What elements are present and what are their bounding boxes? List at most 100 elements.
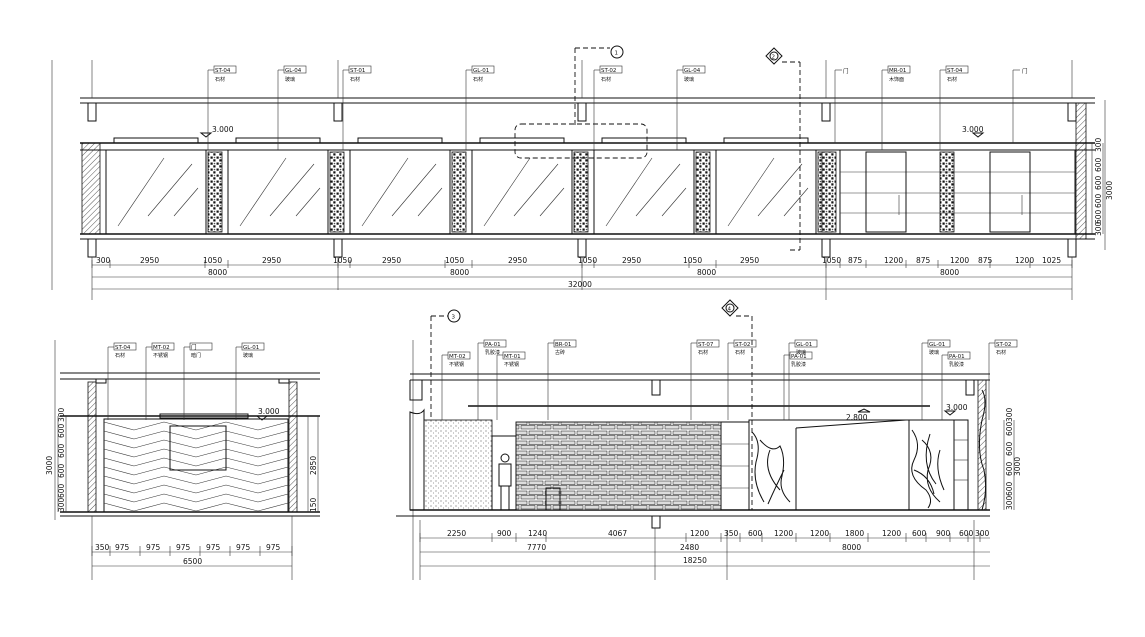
top-segment-dim: 2950	[382, 256, 401, 265]
material-tag-note: 古砖	[555, 349, 565, 356]
material-tag: MR-01	[889, 68, 906, 74]
right-row1-dim: 600	[748, 529, 763, 538]
right-row1-dim: 350	[724, 529, 739, 538]
material-tag: ST-04	[115, 345, 131, 351]
material-tag: PA-01	[791, 354, 807, 360]
material-tag: ST-01	[350, 68, 365, 74]
top-right-dim: 600	[1094, 175, 1103, 190]
material-tag-note: 玻璃	[243, 352, 253, 359]
top-ceiling-mark: 3.000	[212, 125, 234, 134]
right-row1-dim: 1200	[882, 529, 901, 538]
left-bottom-dim: 975	[206, 543, 221, 552]
top-segment-dim: 300	[96, 256, 111, 265]
top-segment-dim: 1050	[445, 256, 464, 265]
right-right-dim: 600	[1005, 441, 1014, 456]
top-group-dim: 8000	[450, 268, 469, 277]
top-segment-dim: 1050	[578, 256, 597, 265]
material-tag-note: 石材	[947, 76, 957, 83]
callout-4: 4	[728, 307, 732, 313]
left-bottom-dim: 975	[266, 543, 281, 552]
top-segment-dim: 1200	[1015, 256, 1034, 265]
left-ceiling-mark: 3.000	[258, 407, 280, 416]
left-left-dim: 600	[57, 483, 66, 498]
left-left-dim: 300	[57, 497, 66, 512]
top-segment-dim: 1050	[683, 256, 702, 265]
top-group-dim: 8000	[940, 268, 959, 277]
right-row1-dim: 1200	[690, 529, 709, 538]
material-tag-note: 玻璃	[796, 349, 806, 356]
material-tag-note: 石材	[115, 352, 125, 359]
right-right-dim: 300	[1005, 495, 1014, 510]
top-segment-dim: 2950	[622, 256, 641, 265]
right-row1-dim: 900	[936, 529, 951, 538]
right-row1-dim: 1800	[845, 529, 864, 538]
left-bottom-dim: 350	[95, 543, 110, 552]
material-tag-note: 石材	[473, 76, 483, 83]
material-tag: ST-04	[947, 68, 963, 74]
left-bottom-dim: 975	[176, 543, 191, 552]
material-tag: ST-02	[996, 342, 1011, 348]
top-segment-dim: 2950	[508, 256, 527, 265]
material-tag-note: 玻璃	[285, 76, 295, 83]
top-right-dim: 300	[1094, 221, 1103, 236]
right-row1-dim: 2250	[447, 529, 466, 538]
right-right-dim: 300	[1005, 407, 1014, 422]
top-elevation: 300 2950 1050 2950 1050 2950 1050 2950 1050 2950 1…	[51, 45, 1114, 300]
top-segment-dim: 1050	[822, 256, 841, 265]
material-tag-note: 石材	[735, 349, 745, 356]
callout-1: 1	[615, 51, 619, 57]
material-tag: BR-01	[555, 342, 571, 348]
material-tag: ST-02	[735, 342, 750, 348]
material-tag: GL-04	[684, 68, 701, 74]
top-right-dim: 600	[1094, 193, 1103, 208]
left-bottom-dim: 975	[236, 543, 251, 552]
material-tag-note: 石材	[996, 349, 1006, 356]
left-left-dim: 600	[57, 443, 66, 458]
top-right-dim: 600	[1094, 157, 1103, 172]
top-group-dim: 8000	[208, 268, 227, 277]
right-row1-dim: 1200	[774, 529, 793, 538]
right-right-dim: 600	[1005, 461, 1014, 476]
material-tag: PA-01	[949, 354, 965, 360]
right-row1-dim: 300	[975, 529, 990, 538]
top-segment-dim: 2950	[262, 256, 281, 265]
material-tag: MT-02	[153, 345, 170, 351]
top-segment-dim: 2950	[140, 256, 159, 265]
material-tag-note: 石材	[215, 76, 225, 83]
right-row1-dim: 600	[959, 529, 974, 538]
material-tag-note: 乳胶漆	[485, 349, 500, 356]
top-segment-dim: 1025	[1042, 256, 1061, 265]
left-left-dim: 600	[57, 463, 66, 478]
right-row1-dim: 1200	[810, 529, 829, 538]
material-tag: GL-01	[796, 342, 812, 348]
left-left-dim: 300	[57, 407, 66, 422]
material-tag-note: 木饰面	[889, 76, 904, 83]
right-row1-dim: 900	[497, 529, 512, 538]
top-segment-dim: 875	[848, 256, 863, 265]
left-left-dim: 600	[57, 423, 66, 438]
material-tag-note: 石材	[698, 349, 708, 356]
material-tag: MT-01	[504, 354, 521, 360]
top-ceiling-mark-right: 3.000	[962, 125, 984, 134]
door-label: 门	[1022, 67, 1028, 75]
left-bottom-dim: 975	[146, 543, 161, 552]
left-bottom-dim: 975	[115, 543, 130, 552]
left-right-dim: 2850	[309, 456, 318, 475]
material-tag-note: 玻璃	[684, 76, 694, 83]
top-segment-dim: 875	[916, 256, 931, 265]
callout-3: 3	[452, 315, 456, 321]
top-right-dim: 600	[1094, 209, 1103, 224]
material-tag-note: 乳胶漆	[791, 361, 806, 368]
top-segment-dim: 1050	[333, 256, 352, 265]
material-tag-note: 不锈钢	[449, 361, 464, 368]
left-total-dim: 6500	[183, 557, 202, 566]
material-tag: GL-01	[243, 345, 259, 351]
material-tag-note: 石材	[350, 76, 360, 83]
right-total-dim: 18250	[683, 556, 707, 565]
material-tag: GL-01	[473, 68, 489, 74]
material-tag-note: 不锈钢	[504, 361, 519, 368]
material-tag: PA-01	[485, 342, 501, 348]
